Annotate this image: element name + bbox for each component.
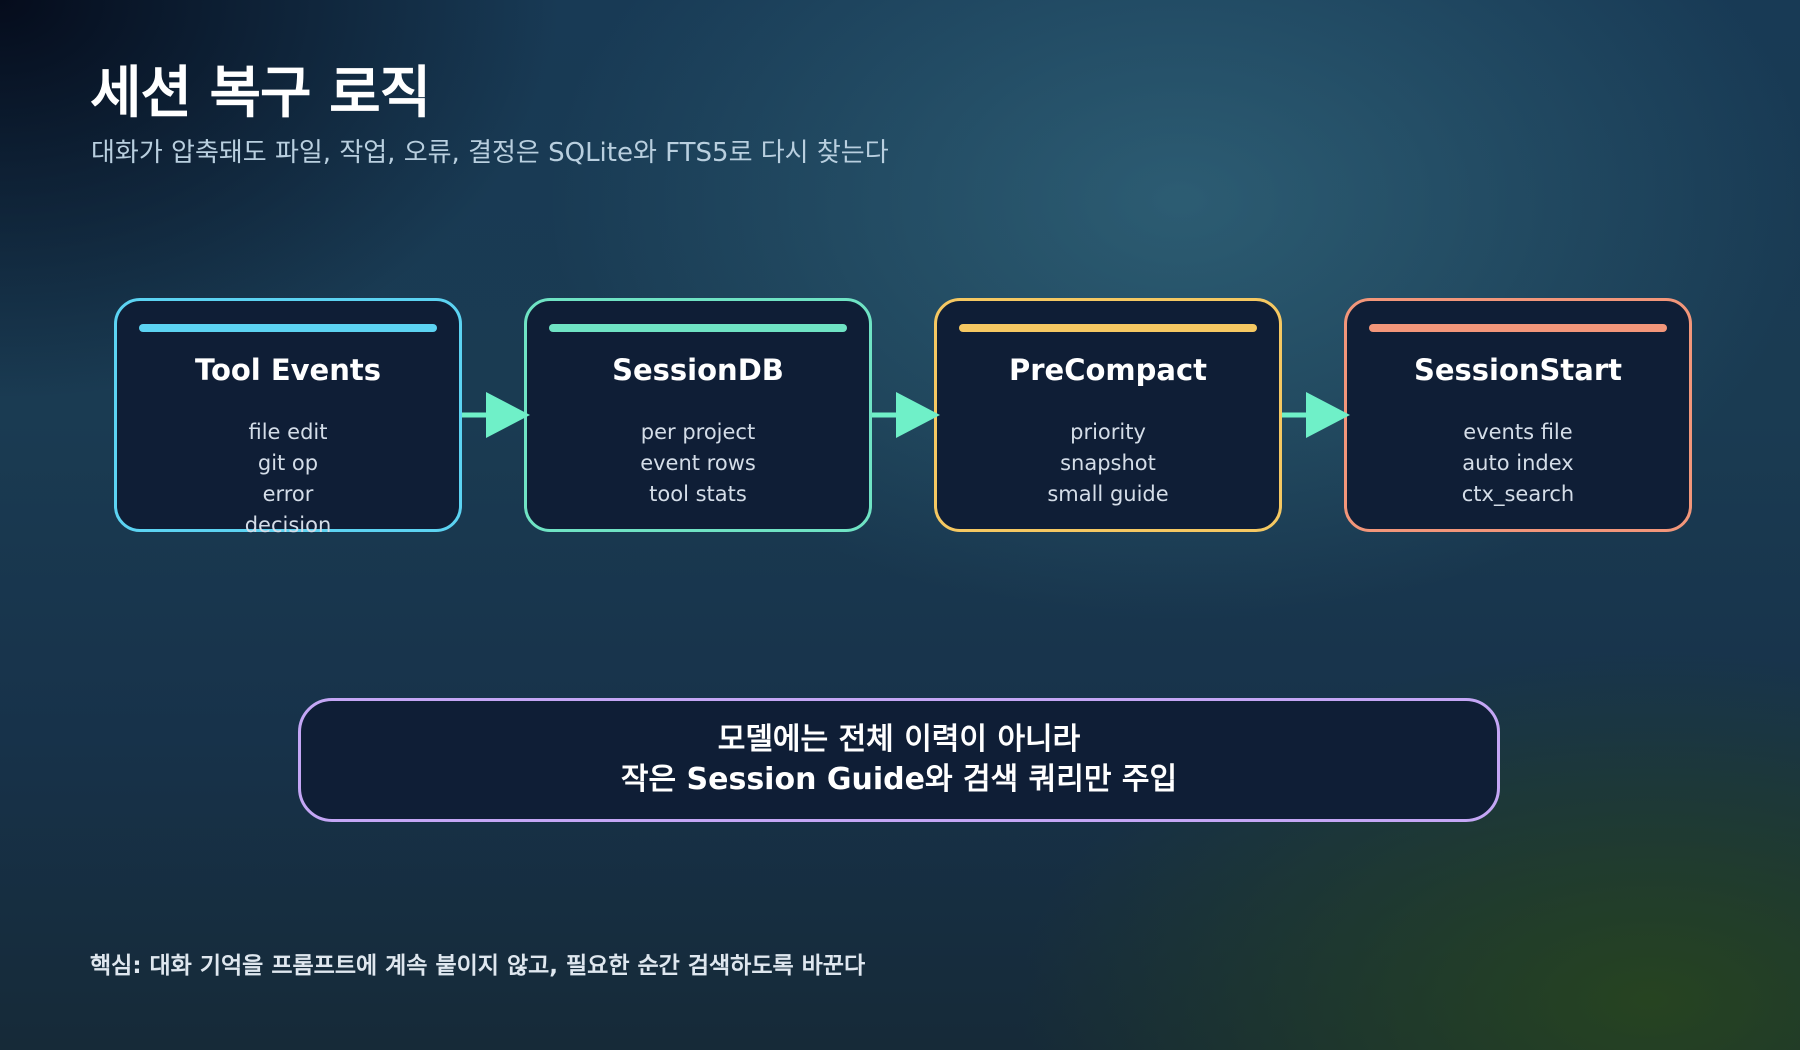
card-item: file edit (248, 420, 328, 444)
card-item: per project (640, 420, 756, 444)
summary-line-2: 작은 Session Guide와 검색 쿼리만 주입 (620, 762, 1178, 797)
card-accent-bar (549, 324, 847, 332)
summary-box: 모델에는 전체 이력이 아니라 작은 Session Guide와 검색 쿼리만… (298, 698, 1500, 822)
page-title: 세션 복구 로직 (90, 61, 431, 126)
card-pre-compact: PreCompact priority snapshot small guide (934, 298, 1282, 532)
card-item: snapshot (1060, 451, 1156, 475)
page-subtitle: 대화가 압축돼도 파일, 작업, 오류, 결정은 SQLite와 FTS5로 다… (91, 138, 889, 168)
card-item: decision (244, 513, 332, 537)
card-items: file edit git op error decision (117, 417, 459, 541)
card-accent-bar (1369, 324, 1667, 332)
card-accent-bar (959, 324, 1257, 332)
card-items: per project event rows tool stats (527, 417, 869, 510)
card-session-db: SessionDB per project event rows tool st… (524, 298, 872, 532)
card-session-start: SessionStart events file auto index ctx_… (1344, 298, 1692, 532)
card-title: SessionStart (1413, 353, 1623, 387)
arrow-2-icon (872, 392, 940, 438)
footer-note: 핵심: 대화 기억을 프롬프트에 계속 붙이지 않고, 필요한 순간 검색하도록… (90, 953, 866, 979)
card-tool-events: Tool Events file edit git op error decis… (114, 298, 462, 537)
card-accent-bar (139, 324, 437, 332)
card-item: small guide (1047, 482, 1169, 506)
card-items: priority snapshot small guide (937, 417, 1279, 510)
card-item: error (262, 482, 314, 506)
card-title: Tool Events (195, 353, 381, 387)
card-title: PreCompact (1008, 353, 1208, 387)
card-item: events file (1463, 420, 1573, 444)
arrow-3-icon (1282, 392, 1350, 438)
card-items: events file auto index ctx_search (1347, 417, 1689, 510)
card-item: priority (1070, 420, 1146, 444)
summary-line-1: 모델에는 전체 이력이 아니라 (717, 722, 1081, 757)
arrow-1-icon (462, 392, 530, 438)
card-item: ctx_search (1461, 482, 1575, 506)
card-item: auto index (1462, 451, 1574, 475)
card-item: tool stats (649, 482, 747, 506)
card-item: git op (257, 451, 319, 475)
card-item: event rows (640, 451, 756, 475)
card-title: SessionDB (612, 353, 784, 387)
